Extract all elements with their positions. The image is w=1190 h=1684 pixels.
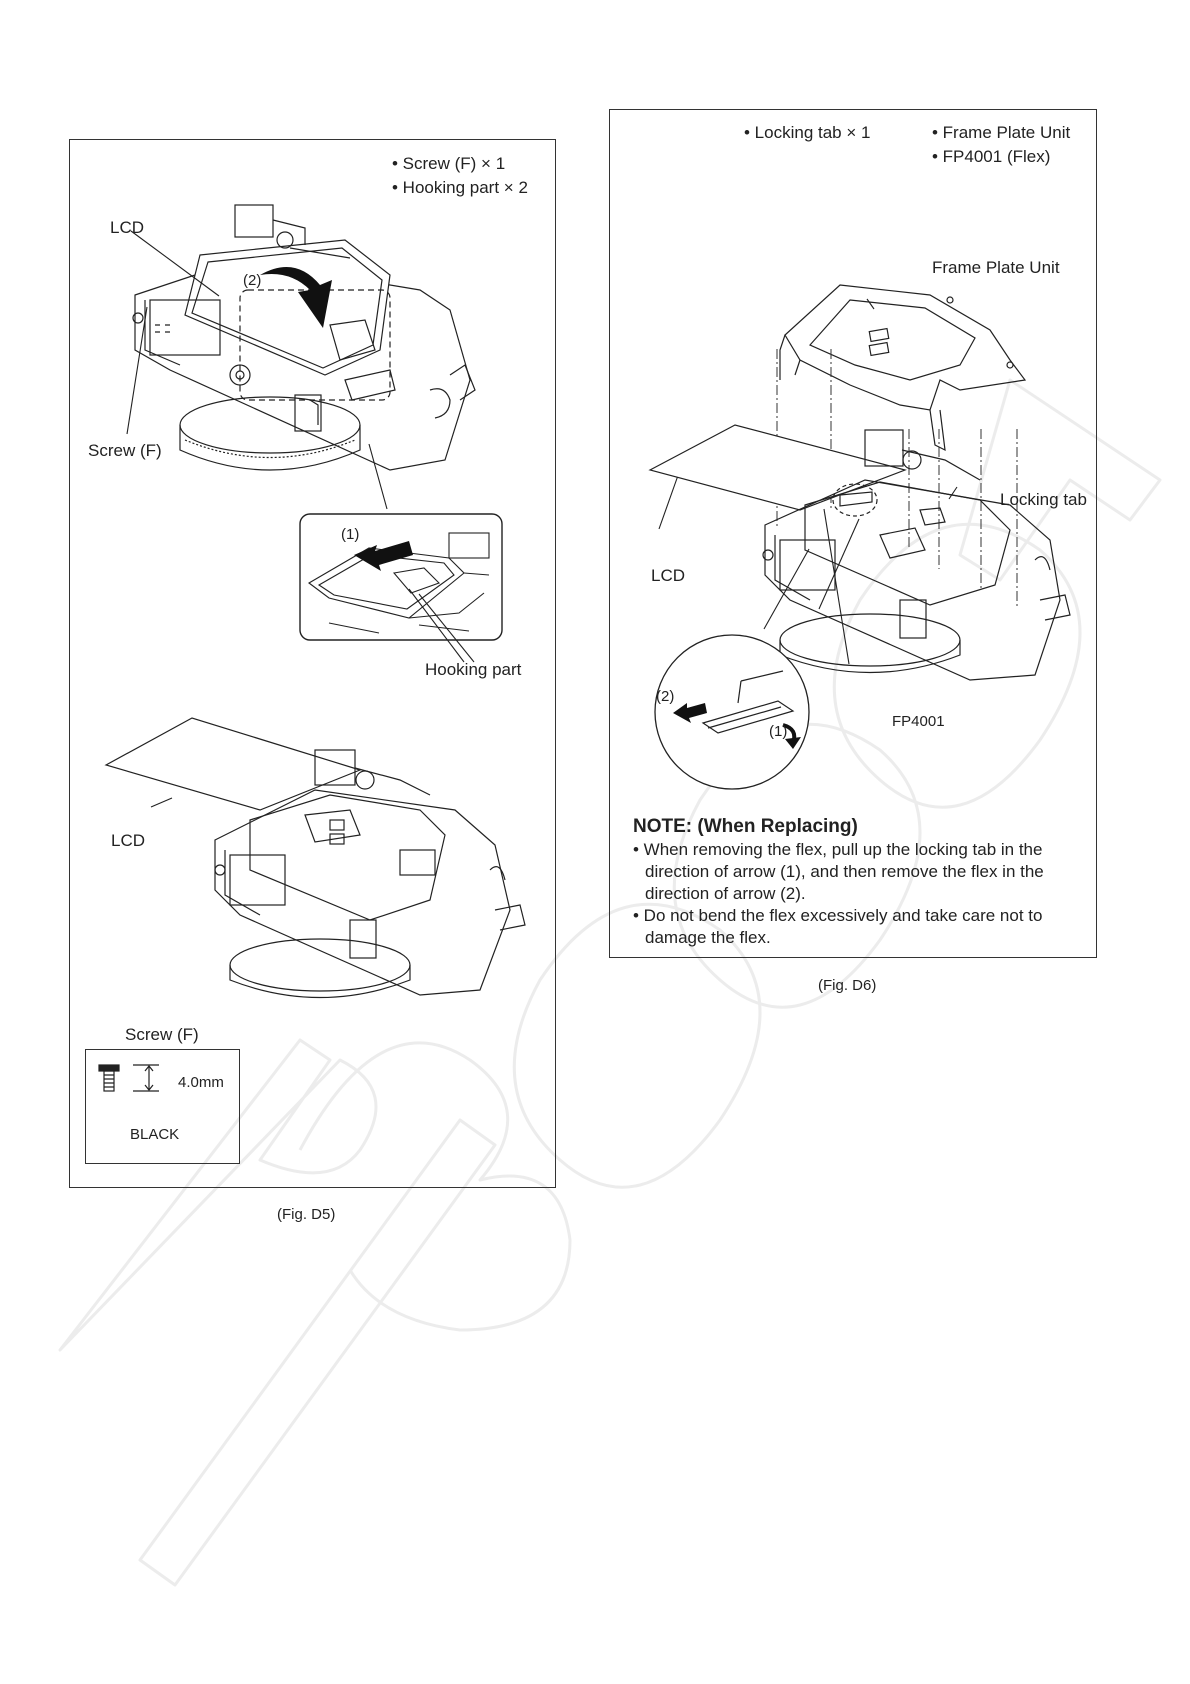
d5-screw-spec-title: Screw (F) (125, 1025, 199, 1044)
screw-icon (98, 1064, 159, 1092)
d5-hooking-part-label: Hooking part (425, 660, 522, 679)
d6-note-line-5: damage the flex. (645, 928, 771, 947)
d5-screw-length: 4.0mm (178, 1074, 224, 1091)
d6-parts-locking-tab: • Locking tab × 1 (744, 123, 871, 142)
d6-lcd-label: LCD (651, 566, 686, 585)
d5-lcd-label-top: LCD (110, 218, 145, 237)
d5-screw-f-label: Screw (F) (88, 441, 162, 460)
d5-lcd-label-bottom: LCD (111, 831, 146, 850)
d6-note-line-1: • When removing the flex, pull up the lo… (633, 840, 1043, 859)
d5-camera-drawing-bottom (104, 717, 526, 999)
d5-parts-item-1: • Screw (F) × 1 (392, 154, 506, 173)
fig-d5-panel (69, 139, 556, 1188)
d6-frame-plate-drawing (779, 284, 1027, 452)
d6-frame-plate-unit-label: Frame Plate Unit (932, 258, 1060, 277)
d6-note-line-3: direction of arrow (2). (645, 884, 806, 903)
d6-note-line-2: direction of arrow (1), and then remove … (645, 862, 1044, 881)
d6-parts-item-2: • FP4001 (Flex) (932, 147, 1051, 166)
d6-connector-detail (654, 634, 810, 790)
fig-d5-caption: (Fig. D5) (277, 1206, 336, 1223)
d6-camera-drawing (648, 424, 1071, 681)
d6-fp4001-label: FP4001 (892, 713, 945, 730)
d5-screw-color: BLACK (130, 1126, 180, 1143)
d5-camera-drawing-top (132, 204, 476, 471)
d6-note-title: NOTE: (When Replacing) (633, 816, 858, 837)
d5-inset-detail (299, 513, 503, 641)
d5-leader-lines (126, 230, 388, 808)
d5-step2-label: (2) (243, 272, 262, 289)
d6-note-line-4: • Do not bend the flex excessively and t… (633, 906, 1043, 925)
d6-parts-item-1: • Frame Plate Unit (932, 123, 1071, 142)
d5-parts-item-2: • Hooking part × 2 (392, 178, 528, 197)
d6-locking-tab-label: Locking tab (1000, 490, 1087, 509)
fig-d6-caption: (Fig. D6) (818, 977, 877, 994)
fig-d6-panel (609, 109, 1097, 958)
d5-hooking-leaders (408, 588, 475, 663)
d6-step1-label: (1) (769, 723, 788, 740)
d5-screw-spec-box (85, 1049, 240, 1164)
d5-step1-label: (1) (341, 526, 360, 543)
d6-step2-label: (2) (656, 688, 675, 705)
